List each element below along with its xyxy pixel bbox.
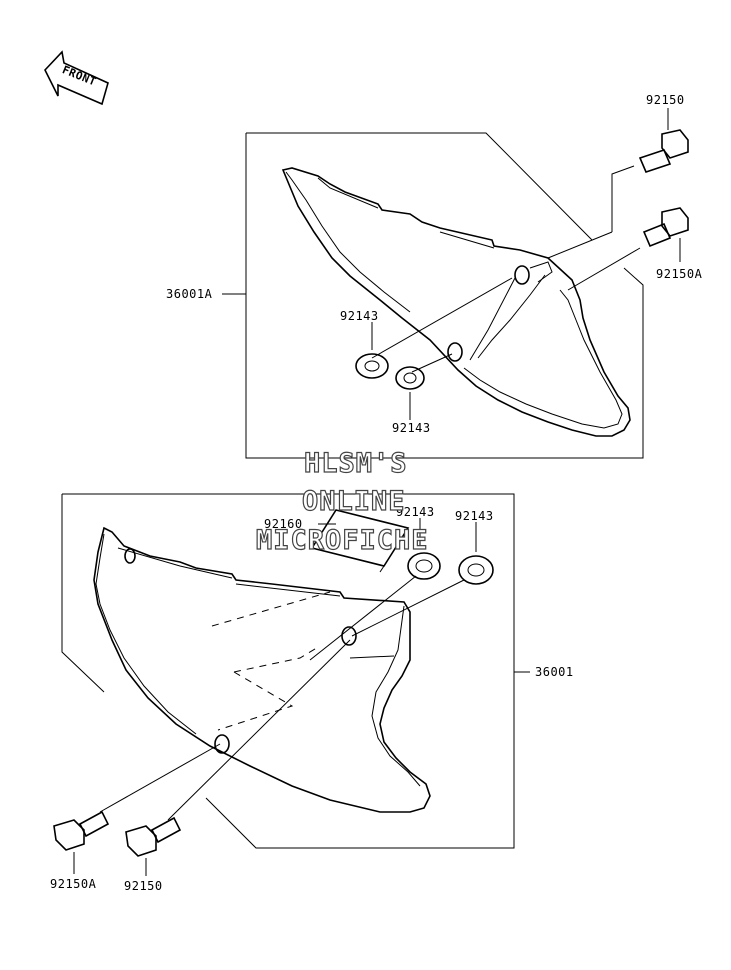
watermark-line-2: ONLINE	[302, 486, 406, 517]
leader-bolt-top-elbow	[611, 165, 635, 232]
bolt-92150-bottom-icon	[125, 816, 182, 857]
grommet-lower-left-icon	[407, 552, 441, 580]
watermark: HLSM'S ONLINE MICROFICHE	[255, 447, 429, 556]
label-92150-top: 92150	[646, 93, 685, 107]
pad-92160-icon	[310, 509, 410, 573]
front-arrow-label: FRONT	[60, 63, 98, 88]
label-92150A-top: 92150A	[656, 267, 703, 281]
bolt-92150-top-icon	[638, 129, 689, 173]
grommet-upper-right-icon	[395, 366, 425, 390]
label-92143-upper-top: 92143	[340, 309, 379, 323]
label-92143-lower-right: 92143	[455, 509, 494, 523]
hidden-line-2	[233, 645, 321, 673]
leader-bolt-top	[547, 231, 613, 259]
leader-bolt-lower-right	[167, 639, 351, 821]
label-92143-upper-bottom: 92143	[392, 421, 431, 435]
leader-grommet-upper-left	[371, 277, 513, 359]
label-92143-lower-left: 92143	[396, 505, 435, 519]
grommet-upper-left-icon	[355, 353, 389, 379]
upper-frame	[245, 132, 644, 459]
grommet-lower-right-icon	[458, 555, 494, 585]
side-cover-36001A	[281, 167, 631, 437]
side-cover-36001	[93, 526, 431, 813]
bolt-92150A-bottom-icon	[53, 810, 110, 851]
front-arrow-icon: FRONT	[44, 50, 109, 106]
bolt-92150A-top-icon	[642, 207, 689, 248]
leader-grommet-lower-right	[351, 579, 465, 637]
lower-frame	[61, 493, 515, 849]
label-92150A-bottom: 92150A	[50, 877, 97, 891]
label-36001A: 36001A	[166, 287, 213, 301]
watermark-line-1: HLSM'S	[304, 448, 408, 479]
watermark-line-3: MICROFICHE	[256, 525, 429, 556]
label-36001: 36001	[535, 665, 574, 679]
hidden-line-1	[211, 591, 331, 627]
leader-bolt-right	[567, 247, 641, 291]
label-92160: 92160	[264, 517, 303, 531]
hidden-line-3	[217, 671, 294, 731]
leader-bolt-lower-left	[99, 743, 221, 813]
leader-grommet-lower-left	[309, 575, 417, 661]
label-92150-bottom: 92150	[124, 879, 163, 893]
